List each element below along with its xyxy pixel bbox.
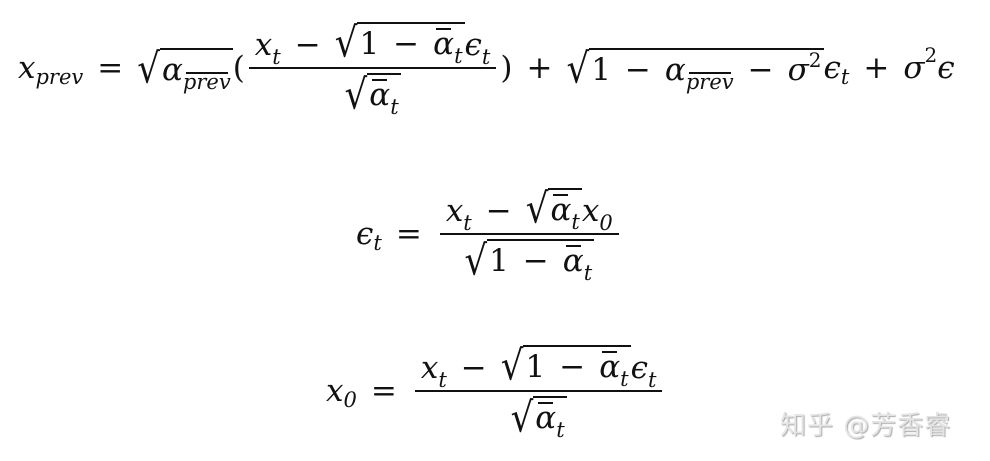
var-x: x bbox=[18, 49, 36, 86]
sub-0: 0 bbox=[599, 211, 613, 236]
one: 1 bbox=[591, 51, 611, 88]
radical-icon: √ bbox=[500, 343, 524, 391]
equals-sign: = bbox=[370, 372, 397, 409]
sub-t: t bbox=[390, 95, 399, 120]
fraction-bar bbox=[248, 67, 497, 70]
sup-2: 2 bbox=[924, 42, 938, 67]
var-epsilon: ϵ bbox=[630, 350, 648, 387]
var-alpha-bar: α bbox=[369, 77, 391, 114]
sub-prev: prev bbox=[182, 69, 231, 94]
sub-t: t bbox=[373, 230, 382, 255]
radical-icon: √ bbox=[344, 71, 368, 119]
left-paren: ( bbox=[232, 49, 245, 86]
radical-icon: √ bbox=[525, 186, 549, 234]
minus-sign: − bbox=[460, 350, 487, 387]
equals-sign: = bbox=[395, 215, 422, 252]
var-x: x bbox=[581, 193, 600, 230]
sub-t: t bbox=[620, 367, 629, 391]
one: 1 bbox=[525, 349, 546, 385]
sub-prev: prev bbox=[685, 69, 734, 94]
one: 1 bbox=[359, 26, 380, 62]
var-x: x bbox=[326, 372, 344, 409]
sup-2: 2 bbox=[808, 47, 822, 72]
fraction-bar bbox=[414, 390, 663, 393]
radical-icon: √ bbox=[137, 45, 160, 94]
sub-t: t bbox=[840, 64, 850, 89]
minus-sign: − bbox=[624, 51, 651, 88]
var-epsilon: ϵ bbox=[464, 27, 482, 64]
sub-t: t bbox=[647, 368, 657, 393]
fraction-bar bbox=[439, 233, 619, 236]
minus-sign: − bbox=[294, 27, 321, 64]
plus-sign: + bbox=[863, 49, 890, 86]
watermark: 知乎 @芳香睿 bbox=[780, 411, 952, 441]
var-alpha-bar: α bbox=[599, 349, 621, 385]
sub-t: t bbox=[583, 261, 593, 286]
sub-t: t bbox=[571, 210, 580, 234]
minus-sign: − bbox=[393, 26, 420, 62]
plus-sign: + bbox=[526, 49, 553, 86]
var-alpha: α bbox=[161, 51, 183, 88]
equals-sign: = bbox=[97, 49, 124, 86]
var-x: x bbox=[445, 193, 464, 230]
sub-prev: prev bbox=[35, 64, 84, 89]
minus-sign: − bbox=[747, 51, 774, 88]
radical-icon: √ bbox=[566, 45, 590, 94]
var-alpha: α bbox=[664, 51, 686, 88]
sub-t: t bbox=[481, 45, 491, 70]
sub-t: t bbox=[463, 211, 472, 236]
var-sigma: σ bbox=[787, 51, 809, 88]
var-alpha-bar: α bbox=[433, 26, 455, 62]
one: 1 bbox=[489, 243, 509, 280]
radical-icon: √ bbox=[510, 394, 534, 442]
sub-0: 0 bbox=[343, 387, 357, 412]
sub-t: t bbox=[438, 368, 447, 393]
var-alpha-bar: α bbox=[550, 192, 572, 228]
var-alpha-bar: α bbox=[535, 400, 557, 437]
var-alpha-bar: α bbox=[562, 243, 584, 280]
minus-sign: − bbox=[559, 349, 586, 385]
radical-icon: √ bbox=[464, 237, 488, 285]
sub-t: t bbox=[272, 45, 281, 70]
var-x: x bbox=[254, 27, 273, 64]
var-sigma: σ bbox=[903, 49, 925, 86]
right-paren: ) bbox=[500, 49, 513, 86]
var-epsilon: ϵ bbox=[356, 215, 374, 252]
minus-sign: − bbox=[485, 193, 512, 230]
sub-t: t bbox=[454, 44, 463, 68]
var-epsilon: ϵ bbox=[937, 49, 955, 86]
var-x: x bbox=[420, 350, 439, 387]
var-epsilon: ϵ bbox=[823, 49, 841, 86]
minus-sign: − bbox=[522, 243, 549, 280]
sub-t: t bbox=[556, 418, 565, 443]
radical-icon: √ bbox=[334, 20, 358, 68]
